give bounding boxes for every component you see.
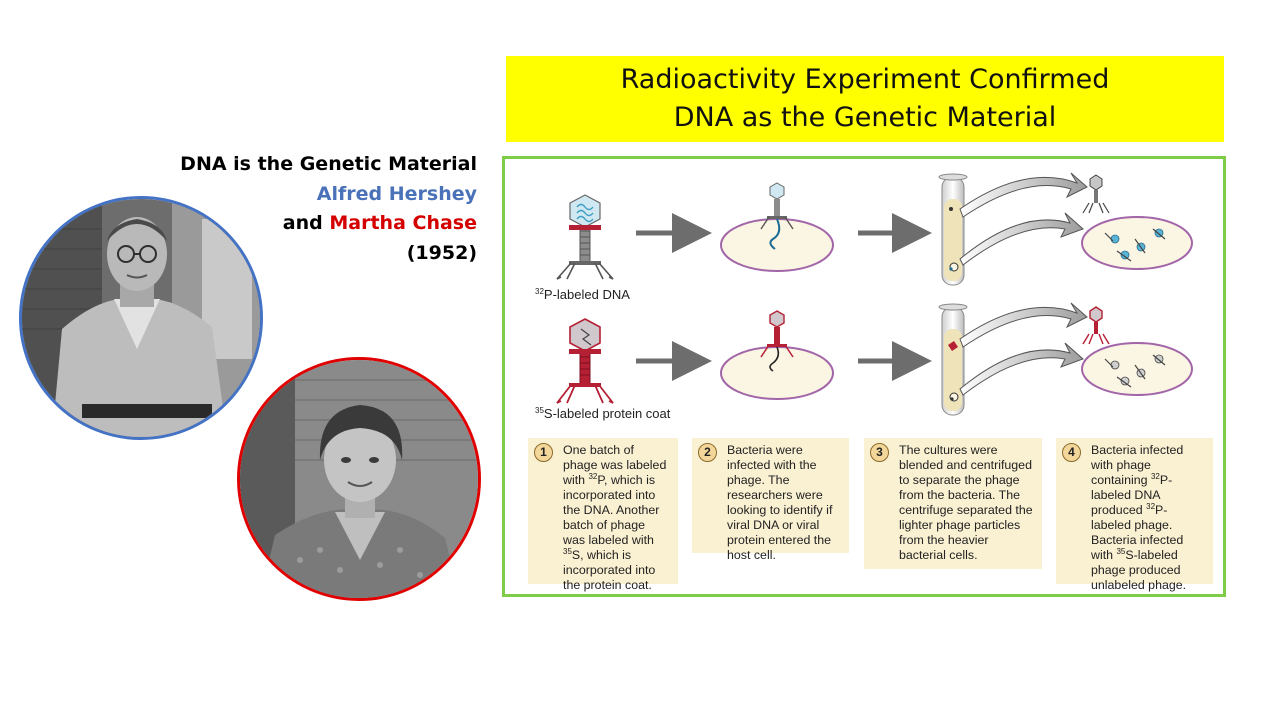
credits-conjunction: and bbox=[282, 212, 323, 234]
step-1-sup-a: 32 bbox=[588, 472, 598, 481]
row1-daughter-cells bbox=[1081, 216, 1193, 270]
row2-daughter-cells bbox=[1081, 342, 1193, 396]
step-2-box: 2 Bacteria were infected with the phage.… bbox=[692, 438, 849, 562]
step-1-text-b: P, which is incorporated into the DNA. A… bbox=[563, 473, 660, 547]
row1-label-text: P-labeled DNA bbox=[544, 287, 630, 302]
row1-label-sup: 32 bbox=[535, 287, 544, 296]
chase-portrait bbox=[237, 357, 481, 601]
scientist-line-chase: and Martha Chase bbox=[180, 209, 477, 239]
step-2-number: 2 bbox=[698, 443, 717, 462]
experiment-diagram: 32P-labeled DNA bbox=[535, 172, 1193, 421]
row1-released-phage bbox=[1082, 174, 1110, 214]
credits-year: (1952) bbox=[406, 241, 477, 264]
chase-photo-image bbox=[240, 360, 478, 598]
row1-arc-to-cells bbox=[959, 212, 1084, 266]
phage-protein-labeled bbox=[556, 318, 614, 404]
title-line-1: Radioactivity Experiment Confirmed bbox=[620, 64, 1110, 95]
row1-label: 32P-labeled DNA bbox=[535, 287, 630, 302]
step-4-text-a: Bacteria infected with phage containing bbox=[1091, 443, 1184, 487]
title-line-2: DNA as the Genetic Material bbox=[673, 102, 1057, 133]
step-4-sup-b: 32 bbox=[1146, 502, 1156, 511]
step-1-sup-b: 35 bbox=[563, 547, 572, 556]
step-1-text-a: One batch of phage was labeled with bbox=[563, 443, 667, 487]
step-2-text: Bacteria were infected with the phage. T… bbox=[727, 443, 833, 562]
step-4-text-c: P-labeled phage. Bacteria infected with bbox=[1091, 503, 1184, 562]
row2-label-sup: 35 bbox=[535, 406, 544, 415]
row2-arc-to-cells bbox=[959, 342, 1084, 396]
phage-dna-labeled bbox=[556, 194, 614, 280]
scientist-name-chase: Martha Chase bbox=[329, 212, 477, 234]
row2-label: 35S-labeled protein coat bbox=[535, 406, 671, 421]
row1-arc-to-phage bbox=[959, 172, 1088, 218]
step-1-box: 1 One batch of phage was labeled with 32… bbox=[528, 438, 678, 592]
step-4-box: 4 Bacteria infected with phage containin… bbox=[1056, 438, 1213, 592]
credits-heading: DNA is the Genetic Material bbox=[180, 153, 477, 175]
row1-centrifuge-tube bbox=[938, 173, 968, 286]
step-4-sup-a: 32 bbox=[1150, 472, 1160, 481]
row2-arc-to-phage bbox=[959, 302, 1088, 348]
row2-released-phage bbox=[1082, 306, 1110, 345]
credits-block: DNA is the Genetic Material Alfred Hersh… bbox=[180, 150, 477, 268]
step-3-box: 3 The cultures were blended and centrifu… bbox=[864, 438, 1042, 569]
step-4-number: 4 bbox=[1062, 443, 1081, 462]
step-4-sup-c: 35 bbox=[1116, 547, 1126, 556]
step-4-text-d: S-labeled phage produced unlabeled phage… bbox=[1091, 548, 1187, 592]
title-banner: Radioactivity Experiment Confirmed DNA a… bbox=[506, 56, 1224, 142]
step-1-text-c: S, which is incorporated into the protei… bbox=[563, 548, 656, 592]
step-4-text-b: P-labeled DNA produced bbox=[1091, 473, 1173, 517]
experiment-panel: 32P-labeled DNA bbox=[502, 156, 1226, 597]
scientist-name-hershey: Alfred Hershey bbox=[316, 182, 477, 205]
row2-centrifuge-tube bbox=[938, 303, 968, 416]
row2-infected-bacterium bbox=[720, 310, 834, 400]
hershey-portrait bbox=[19, 196, 263, 440]
step-1-number: 1 bbox=[534, 443, 553, 462]
step-3-text: The cultures were blended and centrifuge… bbox=[899, 443, 1033, 562]
step-3-number: 3 bbox=[870, 443, 889, 462]
row2-label-text: S-labeled protein coat bbox=[544, 406, 671, 421]
row1-infected-bacterium bbox=[720, 182, 834, 272]
hershey-photo-image bbox=[22, 199, 260, 437]
